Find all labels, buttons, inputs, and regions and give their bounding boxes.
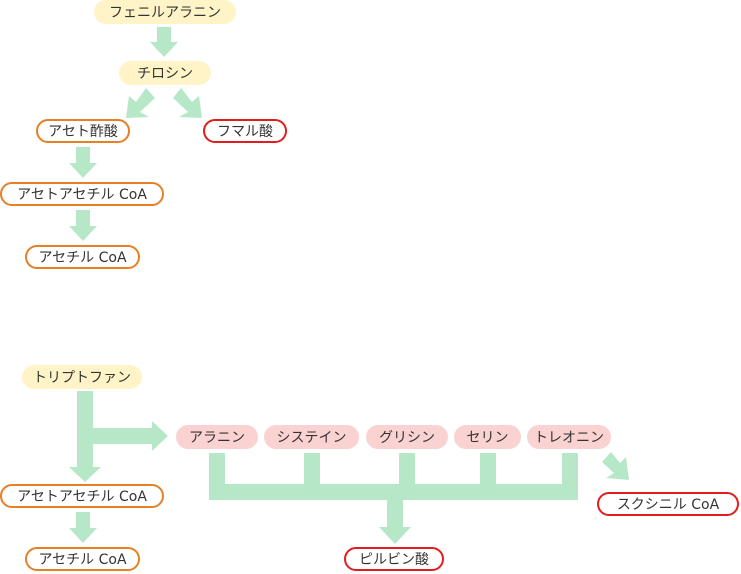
node-alanine: アラニン — [176, 425, 258, 449]
node-acetyl-coa-top: アセチル CoA — [25, 245, 140, 269]
node-serine: セリン — [454, 425, 521, 449]
node-succinyl-coa: スクシニル CoA — [597, 492, 739, 516]
arrow-collector-pyruvate — [379, 500, 411, 544]
arrow-threonine-succinylcoa — [602, 452, 629, 480]
node-threonine: トレオニン — [527, 425, 611, 449]
stem-alanine — [209, 453, 225, 487]
arrow-phe-tyr — [150, 27, 178, 57]
node-acetyl-coa-bottom: アセチル CoA — [25, 547, 140, 571]
arrow-acetoacetate-acetoacetylcoa — [69, 147, 97, 178]
arrow-acetoacetylcoa-acetylcoa-bottom — [69, 512, 97, 543]
node-cysteine: システイン — [264, 425, 359, 449]
stem-threonine — [562, 453, 578, 487]
node-acetoacetyl-coa-top: アセトアセチル CoA — [0, 182, 164, 206]
arrow-tyr-acetoacetate — [126, 88, 155, 118]
node-acetoacetyl-coa-bottom: アセトアセチル CoA — [0, 484, 164, 508]
node-glycine: グリシン — [366, 425, 448, 449]
node-acetoacetate: アセト酢酸 — [36, 119, 130, 143]
arrow-trp-acetoacetylcoa — [69, 391, 101, 482]
node-fumarate: フマル酸 — [203, 119, 287, 143]
node-pyruvate: ピルビン酸 — [344, 547, 444, 571]
node-tyrosine: チロシン — [119, 61, 211, 85]
stem-serine — [480, 453, 496, 487]
collector-bar — [209, 484, 578, 500]
arrow-trp-alanine — [93, 421, 168, 451]
arrow-acetoacetylcoa-acetylcoa-top — [69, 210, 97, 241]
stem-glycine — [399, 453, 415, 487]
node-tryptophan: トリプトファン — [22, 365, 142, 389]
node-phenylalanine: フェニルアラニン — [94, 0, 236, 24]
arrow-tyr-fumarate — [173, 88, 202, 118]
stem-cysteine — [304, 453, 320, 487]
